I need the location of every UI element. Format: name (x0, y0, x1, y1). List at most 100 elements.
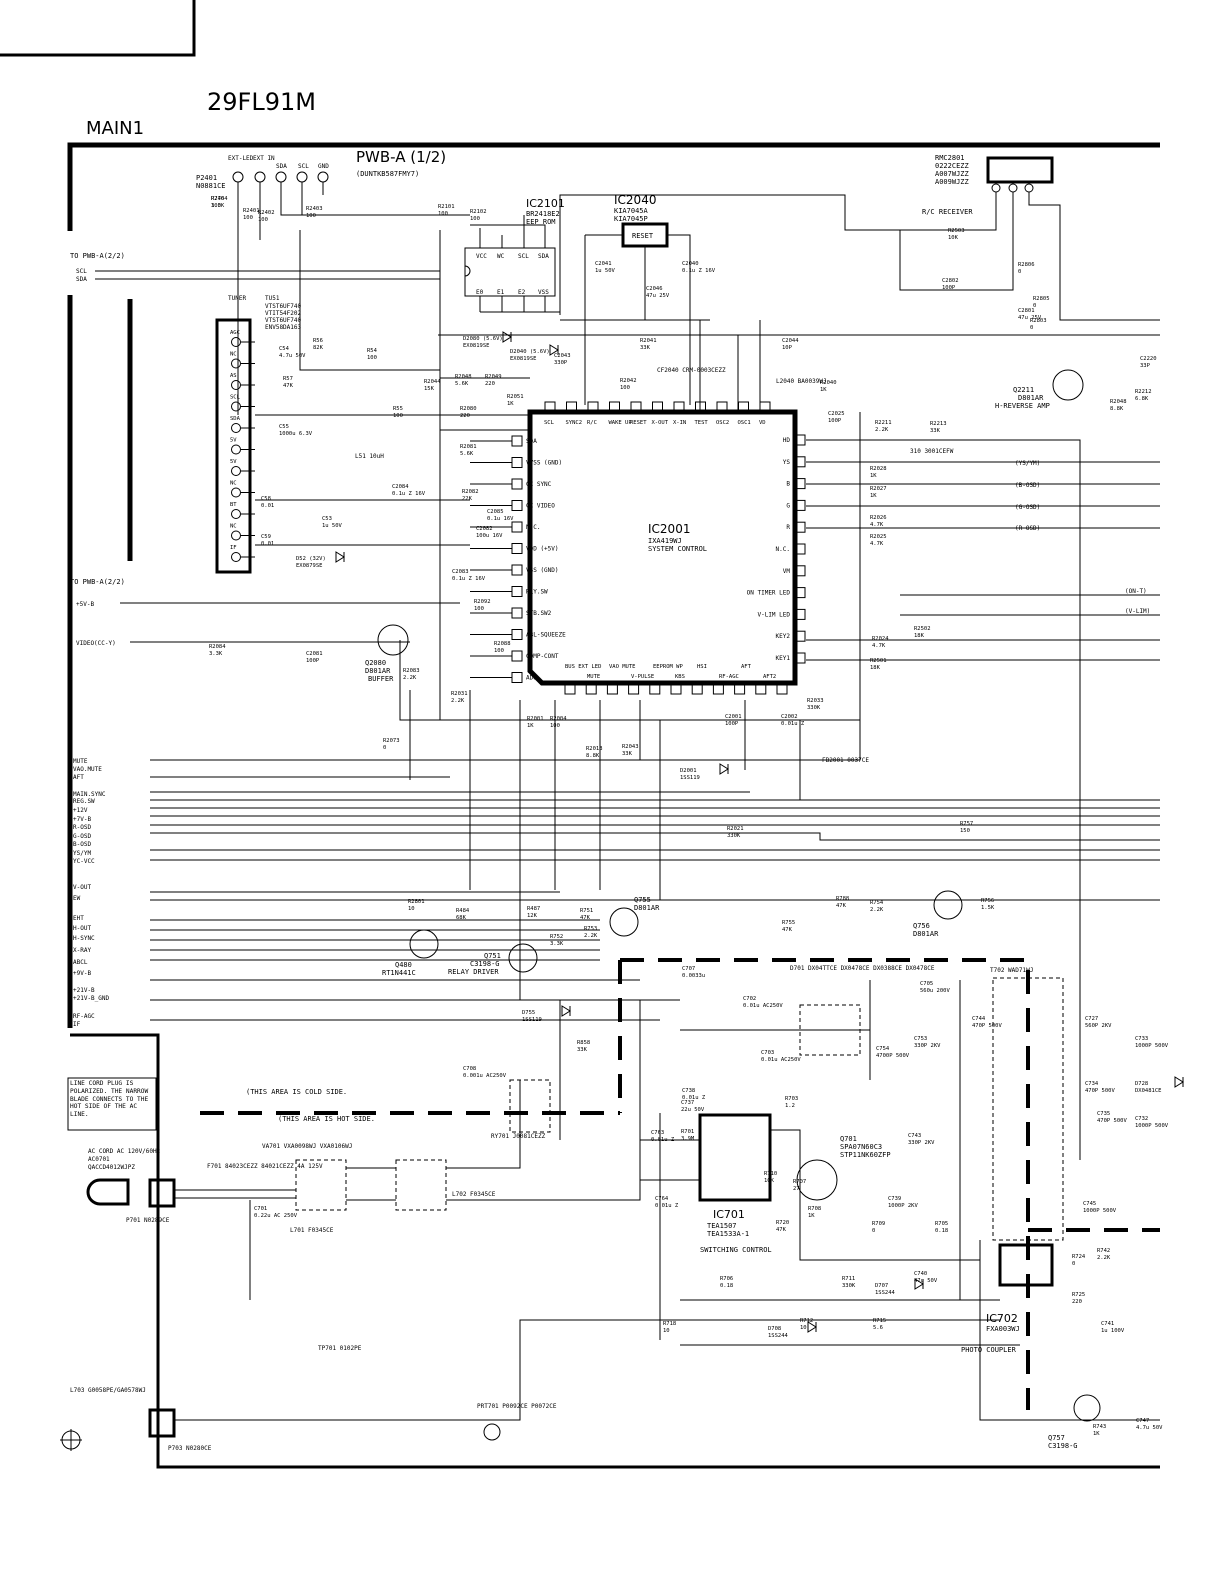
resistor-ref: R2001 (527, 716, 544, 722)
capacitor-ref: C54 (279, 346, 290, 352)
resistor-ref: R2501 (870, 658, 887, 664)
left-signal-label: +21V-B_GND (73, 995, 110, 1002)
resistor-ref: R2025 (870, 534, 887, 540)
left-signal-label: R-OSD (73, 824, 91, 831)
tuner-pin-circle (231, 509, 241, 519)
l51-label: L51 10uH (355, 453, 384, 460)
diode-part: DX0481CE (1135, 1088, 1162, 1094)
ic2001-right-pin-label: N.C. (776, 546, 790, 553)
resistor-value: 3.3K (209, 651, 223, 657)
resistor-value: 18K (870, 665, 881, 671)
left-signal-label: G-OSD (73, 833, 91, 840)
diode: D52 (32V)EX0879SE (296, 551, 345, 569)
ic2001-left-pin-label: CC VIDEO (526, 503, 555, 510)
q480-part: RT1N441C (382, 969, 416, 977)
ic2040-reset: IC2040 KIA7045A KIA7045P RESET (584, 193, 691, 405)
tuner-pin-circle (231, 423, 241, 433)
resistor-value: 33K (622, 751, 633, 757)
diode-ref: D708 (768, 1326, 781, 1332)
capacitor-ref: C707 (682, 966, 695, 972)
resistor-ref: R2040 (820, 380, 837, 386)
capacitor-value: 4700P 500V (876, 1053, 910, 1059)
resistor-value: 100 (470, 216, 480, 222)
capacitor-ref: C738 (682, 1088, 695, 1094)
resistor-value: 10 (800, 1325, 807, 1331)
tuner-pin-circle (231, 380, 241, 390)
q480-ref: Q480 (395, 961, 412, 969)
capacitor-value: 47u 25V (646, 293, 670, 299)
pin-gnd: GND (318, 163, 329, 170)
resistor-ref: R711 (842, 1276, 855, 1282)
capacitor-value: 0.01u Z (655, 1203, 679, 1209)
l702-coil (395, 1159, 447, 1211)
ic-pin-box (794, 521, 806, 533)
resistor-value: 47K (782, 927, 793, 933)
resistor-value: 100 (211, 203, 221, 209)
capacitor-value: 470P 500V (1097, 1118, 1127, 1124)
capacitor-value: 330P 2KV (908, 1140, 935, 1146)
q701-desc: STP11NK60ZFP (840, 1151, 891, 1159)
ic702-ref: IC702 (986, 1312, 1018, 1325)
t702-label: T702 WAD71WJ (990, 967, 1033, 974)
resistor-value: 1K (870, 473, 877, 479)
pwb-frame-top (67, 142, 1160, 231)
out-v-lim: (V-LIM) (1125, 608, 1150, 615)
diode-part: EX0819SE (510, 356, 537, 362)
p701-label: P701 N0289CE (126, 1217, 170, 1224)
q756: Q756 D801AR (913, 890, 963, 938)
resistor-value: 8.8K (1110, 406, 1124, 412)
resistor-value: 8.8K (586, 753, 600, 759)
resistor-ref: R55 (393, 406, 403, 412)
resistor-value: 220 (460, 413, 470, 419)
resistor-ref: R743 (1093, 1424, 1106, 1430)
capacitor-ref: C55 (279, 424, 289, 430)
resistor-ref: R2404 (211, 196, 228, 202)
eeprom-pin-vss: VSS (538, 289, 549, 296)
ic-pin-box (587, 401, 599, 413)
capacitor-ref: C733 (1135, 1036, 1148, 1042)
resistor-value: 100 (258, 217, 268, 223)
resistor-ref: R2048 (455, 374, 472, 380)
ic702-desc: PHOTO COUPLER (961, 1346, 1017, 1354)
ic-pin-box (564, 683, 576, 695)
ic2101-desc: EEP ROM (526, 218, 556, 226)
diode-ref: D2001 (680, 768, 697, 774)
resistor-value: 150 (960, 828, 970, 834)
ic-pin-box (716, 401, 728, 413)
q2080-part: D801AR (365, 667, 391, 675)
ic-pin-box (511, 457, 523, 468)
capacitor-ref: C740 (914, 1271, 927, 1277)
resistor-ref: R2043 (622, 744, 639, 750)
ic2001-bottom-pin-label: AFT (741, 664, 752, 670)
resistor-ref: R712 (800, 1318, 813, 1324)
resistor-value: 0 (1030, 325, 1033, 331)
out-ys-ym: (YS/YM) (1015, 460, 1040, 467)
ic2001-right-pin-label: YS (783, 459, 791, 466)
tuner-pin-circle (231, 530, 241, 541)
tuner-pin-label: IF (230, 545, 237, 551)
hot-side-note: (THIS AREA IS HOT SIDE. (278, 1115, 375, 1123)
ic-pin-box (776, 683, 788, 695)
q757: Q757 C3198-G (1048, 1394, 1101, 1450)
diode-symbol (1174, 1076, 1184, 1088)
capacitor-ref: C2001 (725, 714, 742, 720)
ic2001-top-pin-label: OSC2 (716, 420, 729, 426)
remote-receiver: RMC2801 0222CEZZ A007WJZZ A009WJZZ R/C R… (559, 154, 1160, 321)
